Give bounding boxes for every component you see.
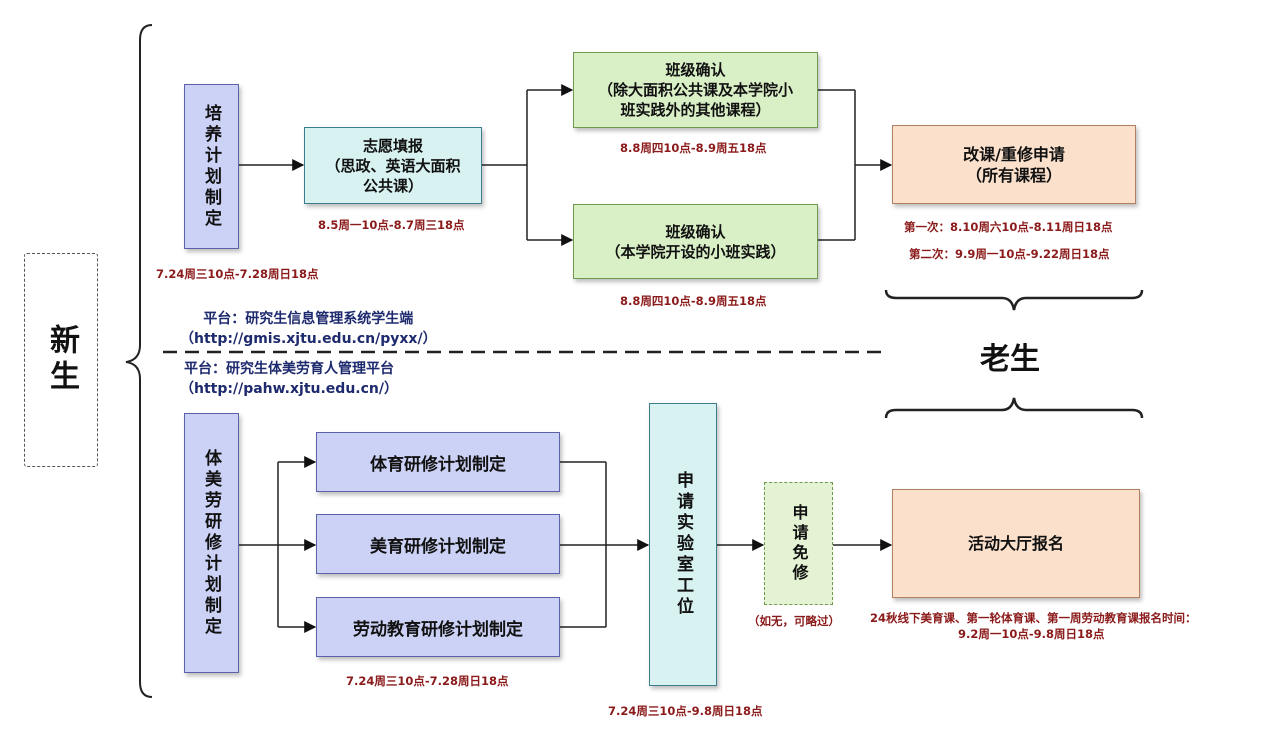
new-student-label: 新生 bbox=[44, 324, 79, 396]
labor-plan-label: 劳动教育研修计划制定 bbox=[353, 619, 523, 640]
exemption-note: （如无，可略过） bbox=[748, 614, 840, 628]
class-confirm-other-line2: （除大面积公共课及本学院小 bbox=[597, 81, 793, 99]
class-confirm-practice-box: 班级确认 （本学院开设的小班实践） bbox=[573, 204, 818, 279]
class-confirm-other-date: 8.8周四10点-8.9周五18点 bbox=[620, 141, 767, 155]
lab-seat-date: 7.24周三10点-9.8周日18点 bbox=[608, 704, 763, 718]
lab-seat-box: 申请实验室工位 bbox=[649, 403, 717, 686]
pe-art-labor-plan-box: 体美劳研修计划制定 bbox=[184, 413, 239, 673]
platform-pahw: 平台：研究生体美劳育人管理平台 （http://pahw.xjtu.edu.cn… bbox=[180, 359, 398, 399]
exemption-box: 申请免修 bbox=[764, 482, 833, 605]
new-student-label-box: 新生 bbox=[24, 253, 98, 467]
platform-pahw-url: （http://pahw.xjtu.edu.cn/） bbox=[180, 381, 398, 397]
new-student-brace bbox=[125, 24, 153, 698]
class-confirm-practice-date: 8.8周四10点-8.9周五18点 bbox=[620, 294, 767, 308]
pe-plan-box: 体育研修计划制定 bbox=[316, 432, 560, 492]
volunteer-line2: （思政、英语大面积 bbox=[325, 156, 461, 175]
platform-gmis-url: （http://gmis.xjtu.edu.cn/pyxx/） bbox=[180, 331, 437, 347]
platform-pahw-name: 平台：研究生体美劳育人管理平台 bbox=[183, 361, 394, 377]
class-confirm-other-line3: 班实践外的其他课程） bbox=[620, 101, 771, 119]
change-course-line2: （所有课程） bbox=[965, 165, 1062, 185]
old-student-label: 老生 bbox=[980, 342, 1040, 377]
art-plan-box: 美育研修计划制定 bbox=[316, 514, 560, 574]
platform-gmis: 平台：研究生信息管理系统学生端 （http://gmis.xjtu.edu.cn… bbox=[180, 309, 437, 349]
lab-seat-label: 申请实验室工位 bbox=[673, 471, 693, 618]
activity-hall-signup-box: 活动大厅报名 bbox=[892, 489, 1140, 598]
old-student-brace-top bbox=[884, 289, 1144, 311]
class-confirm-practice-title: 班级确认 bbox=[665, 222, 726, 241]
volunteer-title: 志愿填报 bbox=[362, 136, 423, 155]
change-course-date-first: 第一次：8.10周六10点-8.11周日18点 bbox=[904, 220, 1113, 234]
training-plan-date: 7.24周三10点-7.28周日18点 bbox=[156, 267, 319, 281]
exemption-label: 申请免修 bbox=[789, 503, 809, 584]
training-plan-label: 培养计划制定 bbox=[201, 103, 221, 230]
change-course-box: 改课/重修申请 （所有课程） bbox=[892, 125, 1136, 204]
volunteer-fill-box: 志愿填报 （思政、英语大面积 公共课） bbox=[304, 127, 482, 204]
signup-note-line1: 24秋线下美育课、第一轮体育课、第一周劳动教育课报名时间： bbox=[870, 611, 1197, 625]
change-course-title: 改课/重修申请 bbox=[963, 144, 1065, 164]
activity-hall-signup-label: 活动大厅报名 bbox=[967, 534, 1064, 553]
training-plan-box: 培养计划制定 bbox=[184, 84, 239, 249]
class-confirm-other-title: 班级确认 bbox=[665, 61, 726, 79]
signup-note-line2: 9.2周一10点-9.8周日18点 bbox=[958, 627, 1105, 641]
art-plan-label: 美育研修计划制定 bbox=[370, 536, 506, 557]
pe-plan-label: 体育研修计划制定 bbox=[370, 454, 506, 475]
class-confirm-practice-line2: （本学院开设的小班实践） bbox=[605, 242, 786, 261]
volunteer-date: 8.5周一10点-8.7周三18点 bbox=[318, 218, 465, 232]
volunteer-line3: 公共课） bbox=[362, 176, 423, 195]
change-course-date-second: 第二次：9.9周一10点-9.22周日18点 bbox=[909, 247, 1110, 261]
labor-plan-date: 7.24周三10点-7.28周日18点 bbox=[346, 674, 509, 688]
old-student-brace-bottom bbox=[884, 397, 1144, 419]
class-confirm-other-box: 班级确认 （除大面积公共课及本学院小 班实践外的其他课程） bbox=[573, 52, 818, 128]
labor-plan-box: 劳动教育研修计划制定 bbox=[316, 597, 560, 657]
platform-gmis-name: 平台：研究生信息管理系统学生端 bbox=[203, 311, 414, 327]
pe-art-labor-plan-label: 体美劳研修计划制定 bbox=[201, 448, 221, 638]
